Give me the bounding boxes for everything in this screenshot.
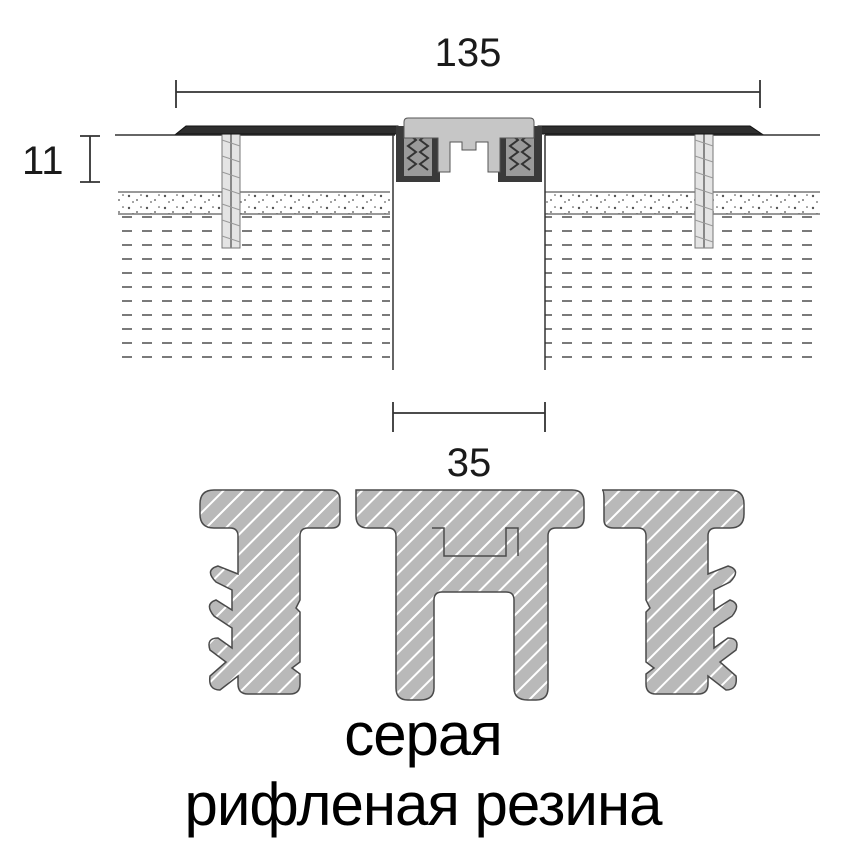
profile-center-segment [355,489,585,701]
dimension-height-label: 11 [22,139,64,183]
concrete-base-left [118,214,390,366]
caption-line-2: рифленая резина [184,771,663,838]
dimension-gap-width: 35 [392,402,546,485]
dimension-gap-width-label: 35 [447,441,492,485]
cover-plate-left [174,125,399,135]
channel-housing-left [396,126,440,182]
channel-housing-right [498,126,542,182]
anchor-screw-right [694,125,714,249]
cover-plate-right [537,125,764,135]
cross-section [115,117,820,370]
screed-layer-right [545,192,820,214]
dimension-total-width-label: 135 [435,31,502,75]
profile-center-groove [432,527,519,557]
screed-layer-left [118,192,390,214]
rubber-insert-top [403,117,535,173]
dimension-total-width: 135 [175,31,761,108]
dimension-height: 11 [22,135,100,183]
rubber-profile-detail [199,489,745,701]
anchor-screw-left [221,125,241,249]
profile-left-segment [199,489,341,695]
profile-right-segment [601,489,745,695]
caption-line-1: серая [344,701,503,768]
concrete-base-right [545,214,820,366]
